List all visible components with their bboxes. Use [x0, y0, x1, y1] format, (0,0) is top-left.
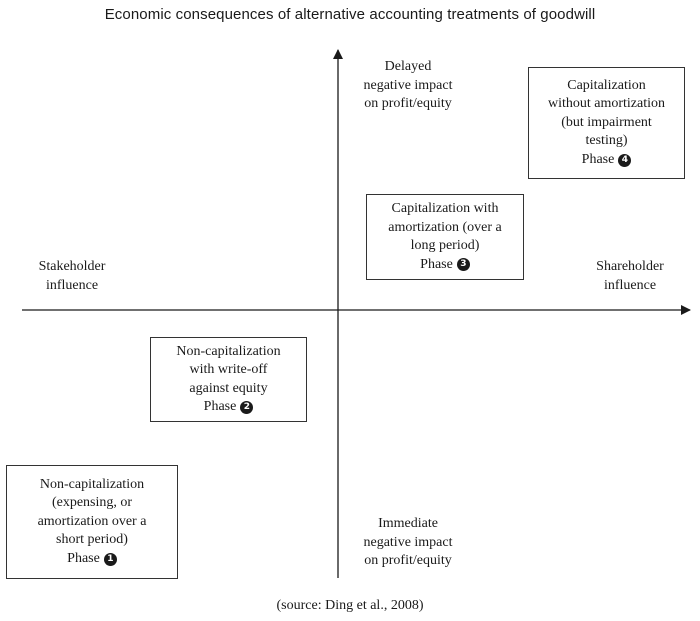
phase-4-text-line: without amortization [547, 96, 666, 112]
phase-2-label-text: Phase [203, 399, 237, 414]
phase-2-text-line: Non-capitalization [176, 343, 281, 359]
axis-label-left-line: influence [45, 277, 99, 293]
phase-4-text-line: Capitalization [567, 77, 646, 93]
phase-1-label: Phase 1 [67, 550, 117, 569]
phase-4-text-line: (but impairment [561, 114, 652, 130]
phase-3-label-text: Phase [420, 256, 453, 272]
phase-4-box: Capitalization without amortization (but… [528, 67, 685, 179]
phase-1-text-line: amortization over a [37, 513, 147, 529]
phase-2-number-badge: 2 [240, 400, 254, 414]
phase-3-text-line: long period) [410, 238, 480, 253]
phase-3-number-badge: 3 [456, 258, 470, 272]
phase-3-box: Capitalization with amortization (over a… [366, 194, 524, 280]
axis-label-top-line: negative impact [363, 77, 453, 93]
phase-1-text-line: short period) [56, 532, 128, 548]
axis-label-top: Delayed negative impact on profit/equity [338, 58, 478, 114]
axis-label-top-line: on profit/equity [364, 96, 452, 111]
phase-4-text-line: testing) [585, 133, 628, 149]
phase-3-text-line: Capitalization with [391, 201, 499, 216]
axis-label-bottom-line: Immediate [378, 516, 438, 531]
phase-4-number-badge: 4 [618, 153, 632, 167]
phase-4-label: Phase 4 [582, 151, 632, 170]
phase-4-label-text: Phase [581, 151, 615, 167]
phase-2-label: Phase 2 [204, 398, 254, 417]
axis-label-bottom-line: on profit/equity [364, 553, 452, 568]
page-title: Economic consequences of alternative acc… [104, 6, 596, 23]
phase-2-text-line: against equity [189, 380, 268, 396]
axis-label-bottom-line: negative impact [363, 534, 453, 550]
axis-label-left-line: Stakeholder [38, 259, 106, 274]
axis-label-bottom: Immediate negative impact on profit/equi… [338, 515, 478, 571]
phase-2-text-line: with write-off [189, 362, 268, 377]
axis-label-right-line: Shareholder [596, 259, 664, 274]
phase-3-label: Phase 3 [420, 256, 470, 275]
axis-label-left: Stakeholder influence [22, 258, 122, 295]
phase-1-text-line: Non-capitalization [39, 476, 145, 492]
axis-label-right: Shareholder influence [580, 258, 680, 295]
phase-1-label-text: Phase [67, 550, 100, 566]
axis-label-right-line: influence [603, 277, 657, 293]
phase-3-text-line: amortization (over a [388, 219, 502, 235]
source-caption: (source: Ding et al., 2008) [276, 598, 424, 613]
phase-1-number-badge: 1 [103, 552, 117, 566]
axis-label-top-line: Delayed [384, 59, 432, 74]
phase-2-box: Non-capitalization with write-off agains… [150, 337, 307, 422]
phase-1-box: Non-capitalization (expensing, or amorti… [6, 465, 178, 579]
phase-1-text-line: (expensing, or [51, 495, 133, 511]
